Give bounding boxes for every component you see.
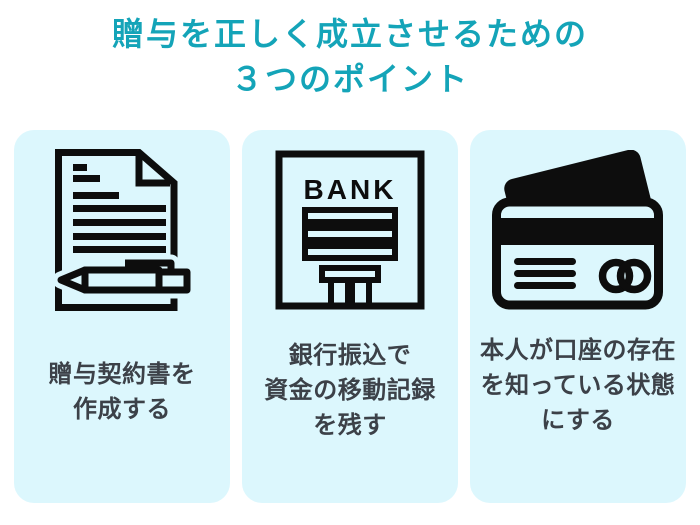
page-title-line1: 贈与を正しく成立させるための <box>111 16 588 52</box>
card-icon-box <box>470 130 686 335</box>
caption-line: 作成する <box>73 396 171 423</box>
card-caption: 贈与契約書を 作成する <box>14 357 230 427</box>
card-icon-box: BANK <box>242 130 458 335</box>
card-caption: 本人が口座の存在 を知っている状態 にする <box>470 333 686 438</box>
caption-line: を知っている状態 <box>480 372 676 399</box>
card-icon-box <box>14 130 230 335</box>
bank-sign-text: BANK <box>304 174 397 205</box>
bank-building-icon: BANK <box>275 150 425 315</box>
document-pen-icon <box>47 149 197 316</box>
caption-line: にする <box>541 407 615 434</box>
card-bank-transfer: BANK 銀行振込で 資金の移動記録 を残す <box>242 130 458 503</box>
card-account-awareness: 本人が口座の存在 を知っている状態 にする <box>470 130 686 503</box>
caption-line: 贈与契約書を <box>48 361 196 388</box>
page-title: 贈与を正しく成立させるための ３つのポイント <box>0 12 700 102</box>
caption-line: 本人が口座の存在 <box>480 337 676 364</box>
caption-line: を残す <box>313 412 387 439</box>
caption-line: 資金の移動記録 <box>264 377 436 404</box>
caption-line: 銀行振込で <box>288 342 412 369</box>
points-cards-row: 贈与契約書を 作成する BANK <box>14 130 686 503</box>
page-title-line2: ３つのポイント <box>230 61 469 97</box>
credit-cards-icon <box>492 149 664 315</box>
card-gift-contract: 贈与契約書を 作成する <box>14 130 230 503</box>
card-caption: 銀行振込で 資金の移動記録 を残す <box>242 338 458 443</box>
